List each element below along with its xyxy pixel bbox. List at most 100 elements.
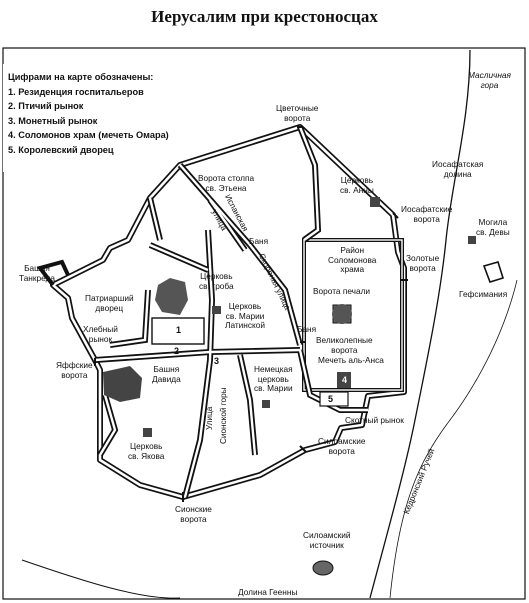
label-gethsemane: Гефсимания: [459, 289, 508, 299]
label-line: св. гроба: [199, 280, 234, 291]
tancred-tower-wall: [36, 259, 70, 287]
label-patriarch-palace: Патриарший дворец: [85, 293, 134, 313]
label-line: церковь: [257, 373, 289, 384]
anne-church-building: [370, 197, 380, 207]
label-josaphat-valley: Иосафатская долина: [432, 159, 484, 179]
label-solomon-district: Район Соломонова храма: [328, 245, 377, 275]
hospitallers-residence: [151, 317, 205, 345]
label-zion-street-2: Сионской горы: [219, 387, 228, 444]
marker-2: 2: [174, 346, 180, 356]
label-siloam-gate: Силоамские ворота: [318, 436, 366, 456]
label-line: Танкреда: [19, 272, 56, 283]
label-anne-church: Церковь св. Анны: [340, 175, 374, 195]
gethsemane-garden: [482, 261, 505, 283]
label-line: ворота: [413, 213, 440, 224]
royal-palace: [319, 391, 349, 407]
label-line: Соломонова: [328, 254, 377, 265]
label-line: Давида: [152, 373, 181, 384]
label-line: Силоамский: [303, 530, 351, 540]
label-line: ворота: [409, 262, 436, 273]
label-line: Масличная: [468, 70, 511, 80]
label-line: гора: [480, 79, 499, 90]
label-line: Могила: [478, 217, 508, 227]
label-line: Церковь: [228, 301, 262, 311]
label-line: дворец: [95, 302, 124, 313]
label-line: св. Анны: [340, 184, 374, 195]
label-line: Яффские: [56, 360, 93, 370]
label-line: Башня: [24, 263, 50, 273]
marker-5: 5: [328, 394, 334, 404]
legend-item: 3. Монетный рынок: [8, 115, 98, 126]
label-mary-tomb: Могила св. Девы: [476, 217, 510, 237]
legend-box: [3, 64, 203, 172]
label-line: Иосафатские: [401, 204, 453, 214]
label-line: храма: [340, 264, 365, 274]
label-line: Латинской: [225, 320, 266, 330]
label-line: Хлебный: [83, 324, 118, 334]
mary-tomb-building: [468, 236, 476, 244]
map-frame: [2, 47, 526, 600]
legend-item: 4. Соломонов храм (мечеть Омара): [8, 130, 169, 141]
label-mosque-ansa: Мечеть аль-Анса: [318, 355, 384, 365]
legend: Цифрами на карте обозначены: 1. Резиденц…: [8, 70, 169, 158]
label-line: Немецкая: [254, 364, 293, 374]
label-bath-1: Баня: [249, 236, 269, 246]
gate-josaphat: [392, 212, 399, 219]
label-mary-latin: Церковь св. Марии Латинской: [225, 301, 266, 331]
label-line: ворота: [284, 112, 311, 123]
label-line: Золотые: [406, 253, 440, 263]
label-hinnom: Долина Геенны: [238, 587, 298, 597]
label-jaffa-gate: Яффские ворота: [56, 360, 93, 380]
label-line: св. Этьена: [205, 182, 247, 193]
marker-3: 3: [214, 356, 220, 366]
label-tancred-tower: Башня Танкреда: [19, 263, 56, 283]
label-line: Церковь: [130, 441, 163, 451]
label-line: ворота: [180, 513, 207, 524]
label-line: Иосафатская: [432, 159, 484, 169]
kidron-stream: [389, 279, 518, 599]
legend-item: 5. Королевский дворец: [8, 144, 114, 155]
mosque-al-aqsa: [337, 372, 351, 388]
marker-1: 1: [176, 325, 182, 335]
mary-latin-building: [212, 306, 221, 314]
label-line: Сионские: [175, 504, 212, 514]
label-zion-gate: Сионские ворота: [175, 504, 212, 524]
label-bread-market: Хлебный рынок: [83, 324, 118, 344]
label-line: св. Якова: [128, 450, 165, 461]
label-line: Цветочные: [276, 103, 319, 113]
hinnom-valley-line: [21, 559, 181, 599]
label-line: Ворота столпа: [198, 173, 255, 183]
marker-4: 4: [342, 375, 348, 385]
legend-item: 1. Резиденция госпитальеров: [8, 86, 144, 97]
legend-item: 2. Птичий рынок: [8, 101, 84, 112]
label-line: св. Девы: [476, 226, 510, 237]
label-line: Башня: [153, 364, 180, 374]
label-great-gate: Великолепные ворота: [316, 335, 373, 355]
label-line: ворота: [328, 445, 355, 456]
label-siloam-spring: Силоамский источник: [303, 530, 351, 550]
label-line: Церковь: [200, 271, 233, 281]
label-zion-street-1: Улица: [205, 406, 214, 430]
label-cattle-market: Скотный рынок: [345, 415, 404, 425]
siloam-pool: [312, 560, 334, 576]
label-line: ворота: [61, 369, 88, 380]
label-josaphat-gate: Иосафатские ворота: [401, 204, 453, 224]
label-flower-gate: Цветочные ворота: [276, 103, 319, 123]
label-olive-mount: Масличная гора: [468, 70, 511, 90]
david-tower-building: [103, 366, 142, 402]
page-title: Иерусалим при крестоносцах: [151, 7, 378, 26]
label-line: источник: [309, 539, 344, 550]
sepulchre-church-building: [155, 278, 188, 315]
label-line: Район: [340, 245, 365, 255]
german-church-building: [262, 400, 270, 408]
label-bath-2: Баня: [297, 324, 317, 334]
label-stephen-gate: Ворота столпа св. Этьена: [198, 173, 255, 193]
label-line: св. Марии: [254, 383, 293, 393]
label-line: рынок: [88, 333, 113, 344]
label-line: долина: [443, 168, 472, 179]
label-german-church: Немецкая церковь св. Марии: [254, 364, 293, 394]
kidron-valley-line: [369, 49, 471, 599]
label-line: Великолепные: [316, 335, 373, 345]
label-sepulchre-church: Церковь св. гроба: [199, 271, 234, 291]
